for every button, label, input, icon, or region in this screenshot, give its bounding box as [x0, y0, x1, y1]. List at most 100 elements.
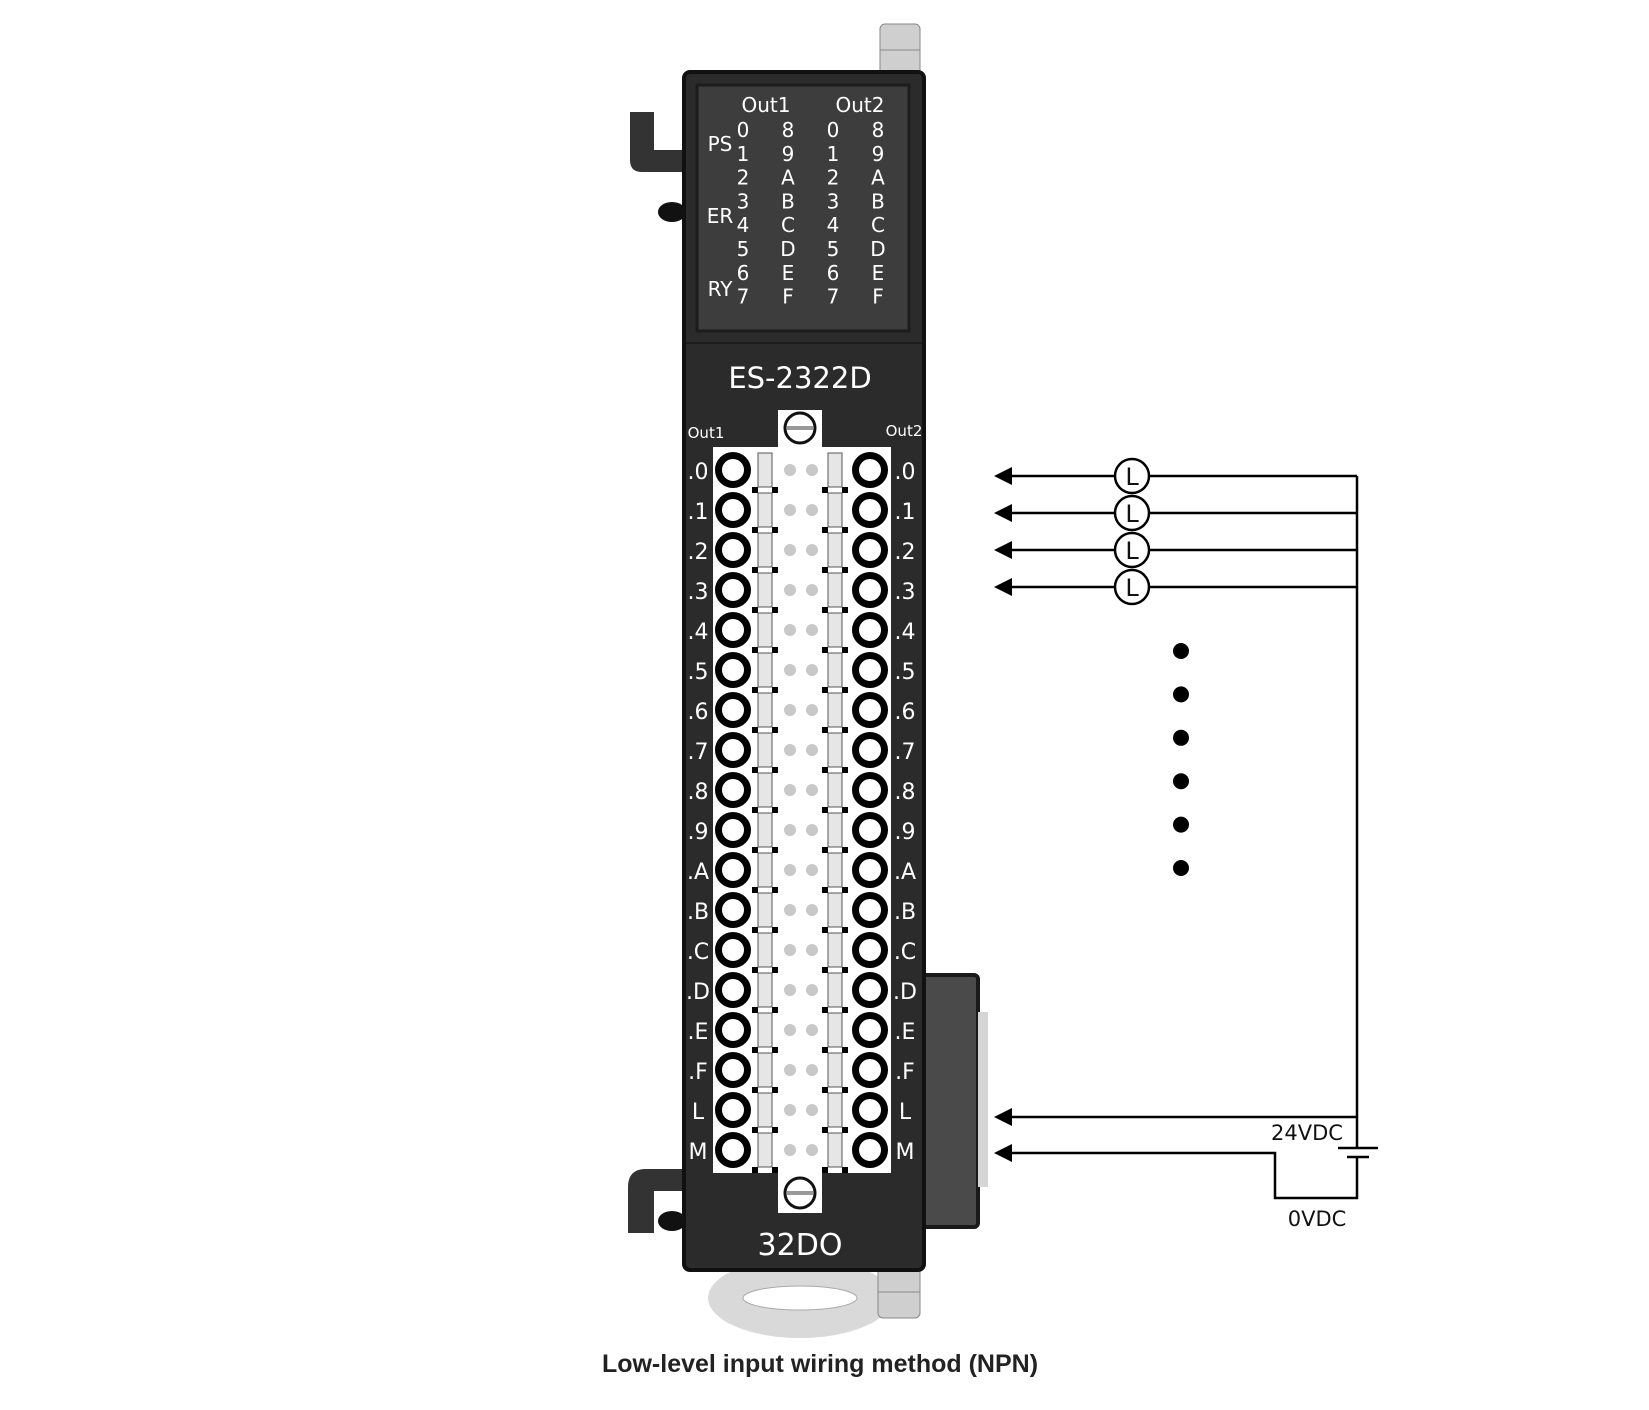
terminal-notch: [752, 487, 758, 493]
terminal-screw-hole[interactable]: [852, 612, 888, 648]
test-point: [806, 664, 818, 676]
terminal-screw-hole[interactable]: [715, 652, 751, 688]
terminal-screw-hole[interactable]: [852, 732, 888, 768]
terminal-screw-hole[interactable]: [715, 892, 751, 928]
terminal-screw-hole[interactable]: [715, 452, 751, 488]
terminal-notch: [822, 927, 828, 933]
terminal-notch: [752, 767, 758, 773]
terminal-screw-hole[interactable]: [852, 492, 888, 528]
test-point: [784, 544, 796, 556]
terminal-release-slot: [827, 972, 843, 1008]
terminal-screw-hole[interactable]: [715, 532, 751, 568]
terminal-screw-hole[interactable]: [715, 492, 751, 528]
terminal-screw-hole[interactable]: [852, 932, 888, 968]
terminal-notch: [842, 1007, 848, 1013]
terminal-screw-hole[interactable]: [852, 1092, 888, 1128]
continuation-dot: [1173, 643, 1189, 659]
terminal-row: .3.3: [688, 572, 916, 613]
model-label: ES-2322D: [728, 361, 871, 395]
terminal-label-left: .9: [688, 820, 709, 845]
channel-led-label: 4: [737, 213, 750, 237]
terminal-label-right: .8: [895, 780, 916, 805]
channel-led-label: 8: [872, 118, 885, 142]
terminal-row: .F.F: [688, 1052, 915, 1093]
terminal-screw-hole[interactable]: [852, 1132, 888, 1168]
terminal-notch: [752, 967, 758, 973]
terminal-notch: [772, 727, 778, 733]
test-point: [806, 1144, 818, 1156]
terminal-label-right: .7: [895, 740, 916, 765]
terminal-screw-hole[interactable]: [852, 532, 888, 568]
test-point: [784, 1064, 796, 1076]
terminal-notch: [752, 687, 758, 693]
terminal-label-left: .E: [688, 1020, 709, 1045]
terminal-screw-hole[interactable]: [852, 1012, 888, 1048]
load-icon: [1113, 531, 1151, 569]
terminal-screw-hole[interactable]: [852, 772, 888, 808]
terminal-notch: [822, 887, 828, 893]
led-group-header: Out1: [742, 93, 791, 117]
status-led-label: PS: [708, 132, 733, 156]
terminal-screw-hole[interactable]: [852, 812, 888, 848]
terminal-row: .9.9: [688, 812, 916, 853]
terminal-row: .6.6: [688, 692, 916, 733]
terminal-label-left: .1: [688, 500, 709, 525]
terminal-notch: [822, 687, 828, 693]
terminal-notch: [842, 487, 848, 493]
terminal-notch: [752, 1087, 758, 1093]
terminal-screw-hole[interactable]: [852, 892, 888, 928]
terminal-screw-hole[interactable]: [715, 812, 751, 848]
terminal-notch: [842, 607, 848, 613]
terminal-notch: [822, 767, 828, 773]
load-icon: [1113, 457, 1151, 495]
terminal-screw-hole[interactable]: [852, 692, 888, 728]
terminal-notch: [752, 1127, 758, 1133]
terminal-release-slot: [757, 972, 773, 1008]
terminal-screw-hole[interactable]: [715, 972, 751, 1008]
test-point: [806, 904, 818, 916]
terminal-notch: [752, 727, 758, 733]
terminal-screw-hole[interactable]: [715, 1132, 751, 1168]
terminal-screw-hole[interactable]: [715, 1092, 751, 1128]
terminal-label-left: .8: [688, 780, 709, 805]
terminal-screw-hole[interactable]: [715, 932, 751, 968]
terminal-screw-hole[interactable]: [715, 732, 751, 768]
arrow-icon: [994, 504, 1012, 522]
terminal-screw-hole[interactable]: [852, 1052, 888, 1088]
terminal-notch: [842, 1127, 848, 1133]
terminal-screw-hole[interactable]: [852, 452, 888, 488]
terminal-screw-hole[interactable]: [715, 1052, 751, 1088]
test-point: [806, 704, 818, 716]
terminal-label-left: L: [692, 1100, 705, 1125]
terminal-screw-hole[interactable]: [715, 572, 751, 608]
terminal-screw-hole[interactable]: [715, 772, 751, 808]
terminal-label-right: .C: [894, 940, 916, 965]
channel-led-label: 8: [782, 118, 795, 142]
terminal-release-slot: [757, 1012, 773, 1048]
terminal-release-slot: [757, 892, 773, 928]
terminal-screw-hole[interactable]: [852, 572, 888, 608]
terminal-screw-hole[interactable]: [715, 612, 751, 648]
terminal-release-slot: [757, 532, 773, 568]
terminal-notch: [752, 927, 758, 933]
channel-led-label: 4: [827, 213, 840, 237]
terminal-screw-hole[interactable]: [715, 852, 751, 888]
channel-led-label: F: [872, 285, 884, 309]
continuation-dot: [1173, 816, 1189, 833]
channel-led-label: F: [782, 285, 794, 309]
terminal-screw-hole[interactable]: [715, 1012, 751, 1048]
terminal-notch: [772, 967, 778, 973]
test-point: [806, 544, 818, 556]
side-connector: [916, 973, 980, 1229]
terminal-screw-hole[interactable]: [852, 972, 888, 1008]
terminal-notch: [772, 487, 778, 493]
supply-negative-label: 0VDC: [1288, 1207, 1347, 1231]
terminal-screw-hole[interactable]: [852, 652, 888, 688]
terminal-release-slot: [827, 692, 843, 728]
channel-led-label: 2: [737, 166, 750, 190]
terminal-screw-hole[interactable]: [715, 692, 751, 728]
terminal-release-slot: [757, 772, 773, 808]
terminal-screw-hole[interactable]: [852, 852, 888, 888]
channel-led-label: D: [780, 237, 795, 261]
